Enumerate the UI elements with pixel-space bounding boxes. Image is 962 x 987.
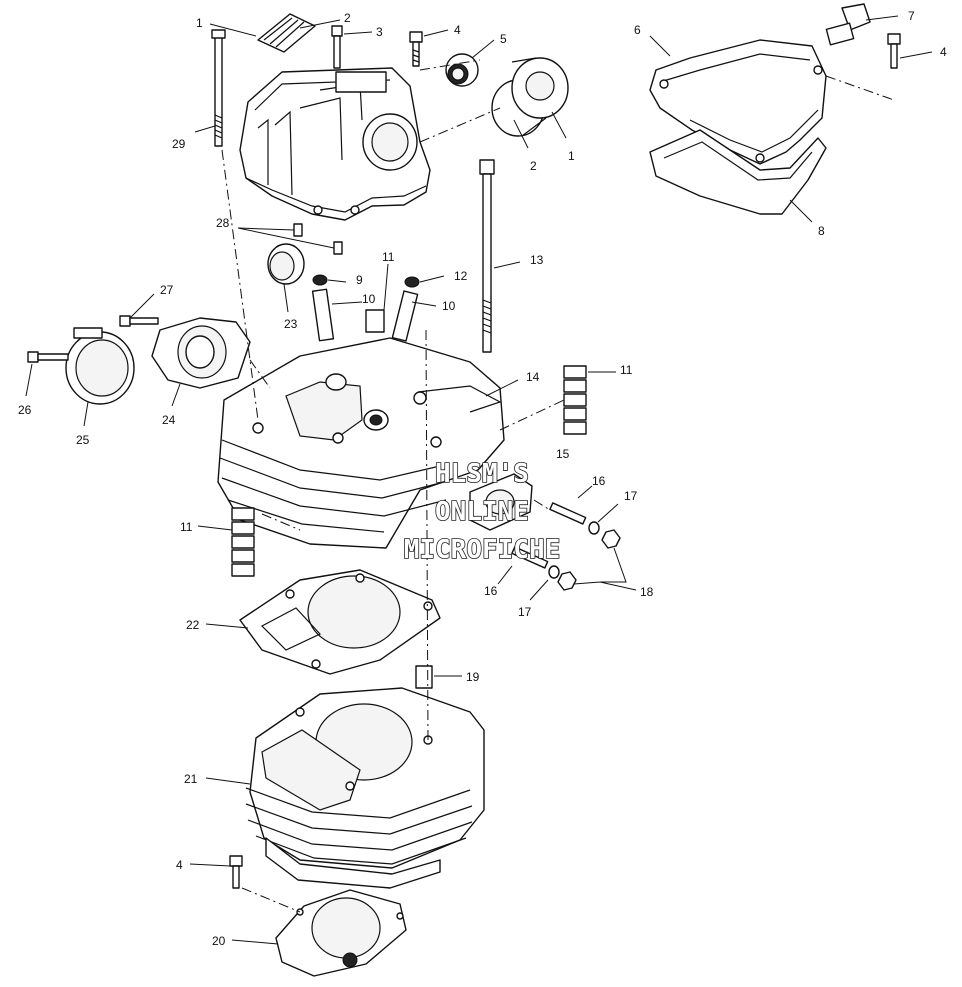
shim-stack-11-part: [563, 365, 587, 435]
callout-labels: 1 2 3 4 5 6 7 4 29 2 1 8 28 11 13 9 12 1…: [18, 9, 947, 948]
gasket-8-part: [649, 129, 827, 215]
callout-13: 13: [530, 253, 544, 267]
callout-10b: 10: [442, 299, 456, 313]
dowel-28-part: [293, 223, 343, 255]
callout-8: 8: [818, 224, 825, 238]
cylinder-21-part: [245, 687, 485, 889]
callout-14: 14: [526, 370, 540, 384]
valve-cover-6-part: [649, 39, 827, 165]
bolt-3-part: [331, 25, 343, 69]
callout-27: 27: [160, 283, 174, 297]
callout-18: 18: [640, 585, 654, 599]
callout-10a: 10: [362, 292, 376, 306]
callout-9: 9: [356, 273, 363, 287]
base-gasket-20-part: [275, 889, 407, 977]
leader-lines: [25, 15, 933, 945]
callout-5: 5: [500, 32, 507, 46]
callout-15: 15: [556, 447, 570, 461]
callout-17a: 17: [624, 489, 638, 503]
clamp-25-part: [65, 327, 135, 405]
plug-5-part: [445, 53, 479, 87]
stud-29-part: [211, 29, 226, 147]
callout-11a: 11: [382, 250, 395, 264]
callout-16a: 16: [592, 474, 606, 488]
cap-1-part: [491, 57, 569, 137]
bolt-4-part: [409, 31, 423, 67]
bolt-4c-part: [229, 855, 243, 889]
callout-4b: 4: [940, 45, 947, 59]
callout-3: 3: [376, 25, 383, 39]
bolt-27-part: [119, 315, 159, 327]
plug-23-part: [267, 243, 305, 285]
breather-elbow-7-part: [825, 3, 871, 46]
shim-11-part: [365, 309, 385, 333]
callout-2b: 2: [530, 159, 537, 173]
shim-stack-11b-part: [231, 507, 255, 577]
callout-20: 20: [212, 934, 226, 948]
callout-29: 29: [172, 137, 186, 151]
cylinder-head-14-part: [217, 337, 505, 549]
nut-18-part: [557, 529, 621, 591]
watermark: HLSM'S ONLINE MICROFICHE: [403, 458, 561, 566]
bolt-4b-part: [887, 33, 901, 69]
callout-19: 19: [466, 670, 480, 684]
watermark-line-3: MICROFICHE: [404, 535, 561, 565]
callout-11b: 11: [620, 363, 633, 377]
dowel-19-part: [415, 665, 433, 689]
stud-16-part: [511, 502, 587, 569]
exhaust-gasket-15-part: [469, 473, 533, 531]
callout-12: 12: [454, 269, 468, 283]
callout-22: 22: [186, 618, 200, 632]
watermark-line-1: HLSM'S: [435, 459, 529, 489]
callout-1: 1: [196, 16, 203, 30]
camshaft-carrier-part: [239, 67, 431, 221]
callout-4: 4: [454, 23, 461, 37]
callout-24: 24: [162, 413, 176, 427]
callout-2: 2: [344, 11, 351, 25]
callout-23: 23: [284, 317, 298, 331]
callout-16b: 16: [484, 584, 498, 598]
intake-boot-24-part: [151, 317, 251, 389]
callout-1b: 1: [568, 149, 575, 163]
callout-26: 26: [18, 403, 32, 417]
callout-17b: 17: [518, 605, 532, 619]
watermark-line-2: ONLINE: [435, 497, 529, 527]
washer-17-part: [548, 521, 600, 579]
callout-6: 6: [634, 23, 641, 37]
alignment-lines: [221, 59, 895, 913]
screw-26-part: [27, 351, 69, 363]
stud-13-part: [479, 159, 495, 353]
seal-2-part: [257, 13, 316, 53]
valve-guide-10-part: [311, 274, 420, 342]
head-gasket-22-part: [239, 569, 441, 675]
callout-25: 25: [76, 433, 90, 447]
callout-28: 28: [216, 216, 230, 230]
callout-4c: 4: [176, 858, 183, 872]
callout-7: 7: [908, 9, 915, 23]
callout-21: 21: [184, 772, 198, 786]
callout-11c: 11: [180, 520, 193, 534]
